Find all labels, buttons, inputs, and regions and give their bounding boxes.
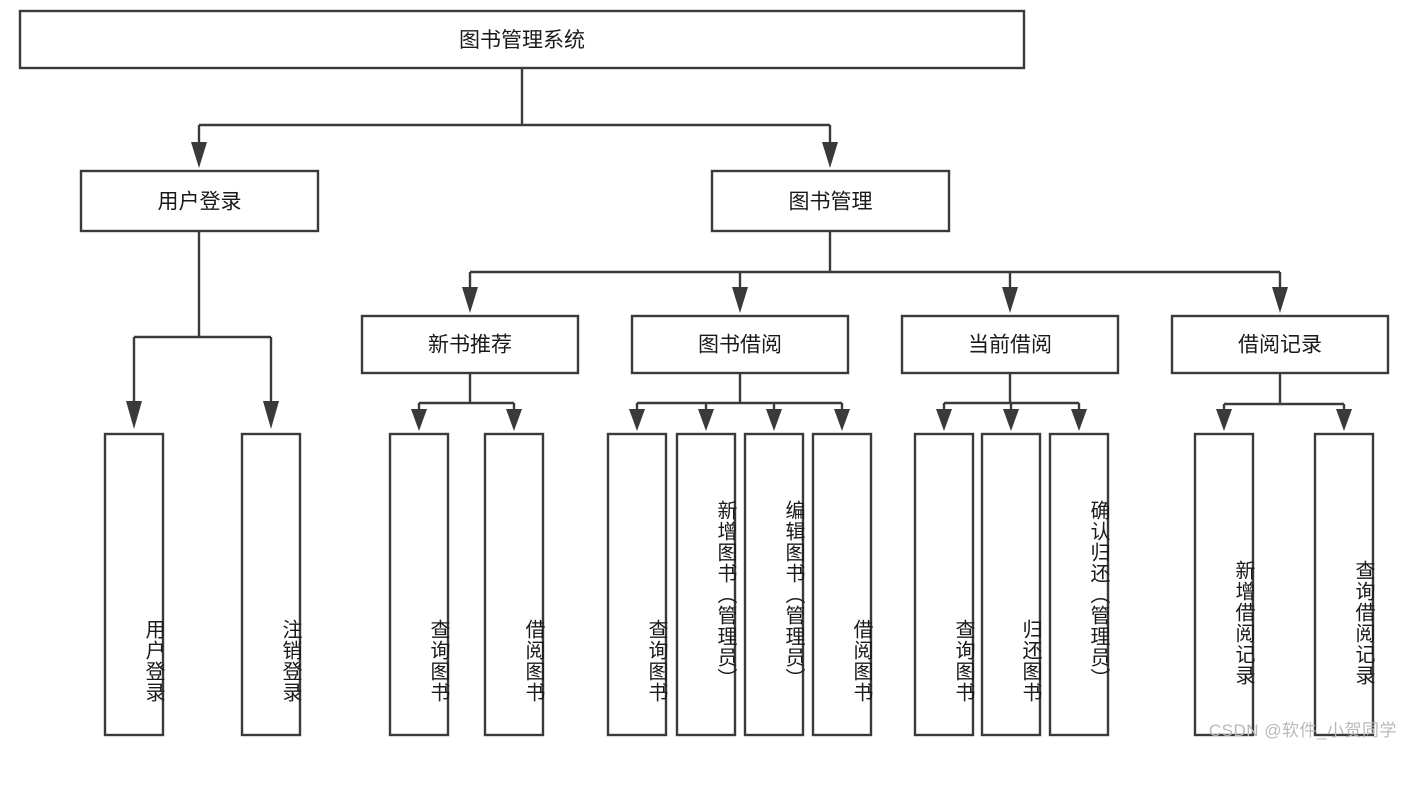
- node-box-leaf-borrow-book-2[interactable]: [811, 432, 873, 737]
- arrow-head-leaf-query-book-2: [629, 409, 645, 431]
- connector-group-user-login: [126, 231, 279, 429]
- node-label-root: 图书管理系统: [459, 29, 585, 52]
- arrow-head-leaf-add-record: [1216, 409, 1232, 431]
- arrow-head-user-login: [191, 142, 207, 168]
- connector-group-borrow-record: [1216, 373, 1352, 431]
- arrow-head-leaf-confirm-return: [1071, 409, 1087, 431]
- connector-group-root: [191, 68, 838, 168]
- flowchart-svg: 图书管理系统 用户登录 图书管理 新书推荐 图书借阅 当前借阅 借阅记录: [18, 9, 1390, 737]
- arrow-head-leaf-user-login: [126, 401, 142, 429]
- connector-group-book-borrow: [629, 373, 850, 431]
- arrow-head-leaf-query-record: [1336, 409, 1352, 431]
- node-box-leaf-user-logout[interactable]: [240, 432, 302, 737]
- node-box-leaf-query-book-2[interactable]: [606, 432, 668, 737]
- node-box-leaf-confirm-return[interactable]: [1048, 432, 1110, 737]
- node-box-current-borrow[interactable]: [900, 314, 1120, 375]
- arrow-head-leaf-borrow-book-2: [834, 409, 850, 431]
- arrow-head-leaf-borrow-book-1: [506, 409, 522, 431]
- flowchart-canvas: 图书管理系统 用户登录 图书管理 新书推荐 图书借阅 当前借阅 借阅记录 用户登…: [18, 9, 1397, 740]
- arrow-head-borrow-record: [1272, 287, 1288, 313]
- arrow-head-current-borrow: [1002, 287, 1018, 313]
- node-box-new-book-rec[interactable]: [360, 314, 580, 375]
- node-label-current-borrow: 当前借阅: [968, 334, 1052, 357]
- arrow-head-leaf-edit-book: [766, 409, 782, 431]
- node-label-book-borrow: 图书借阅: [698, 334, 782, 357]
- node-box-leaf-return-book[interactable]: [980, 432, 1042, 737]
- connector-group-book-manage: [462, 231, 1288, 313]
- node-label-book-manage: 图书管理: [789, 191, 873, 214]
- node-box-book-manage[interactable]: [710, 169, 951, 233]
- node-box-leaf-query-record[interactable]: [1313, 432, 1375, 737]
- node-box-leaf-query-book-3[interactable]: [913, 432, 975, 737]
- node-box-leaf-borrow-book-1[interactable]: [483, 432, 545, 737]
- csdn-watermark: CSDN @软件_小贺同学: [1208, 721, 1397, 740]
- connector-group-current-borrow: [936, 373, 1087, 431]
- node-box-leaf-add-record[interactable]: [1193, 432, 1255, 737]
- node-label-user-login: 用户登录: [158, 191, 242, 214]
- node-box-leaf-user-login[interactable]: [103, 432, 165, 737]
- arrow-head-leaf-query-book-3: [936, 409, 952, 431]
- arrow-head-leaf-user-logout: [263, 401, 279, 429]
- arrow-head-book-borrow: [732, 287, 748, 313]
- node-label-borrow-record: 借阅记录: [1238, 334, 1322, 357]
- arrow-head-new-book-rec: [462, 287, 478, 313]
- node-box-user-login[interactable]: [79, 169, 320, 233]
- node-box-root[interactable]: [18, 9, 1026, 70]
- node-box-leaf-query-book-1[interactable]: [388, 432, 450, 737]
- node-box-leaf-add-book[interactable]: [675, 432, 737, 737]
- node-box-borrow-record[interactable]: [1170, 314, 1390, 375]
- arrow-head-leaf-query-book-1: [411, 409, 427, 431]
- arrow-head-leaf-add-book: [698, 409, 714, 431]
- node-box-book-borrow[interactable]: [630, 314, 850, 375]
- node-label-new-book-rec: 新书推荐: [428, 334, 512, 357]
- node-box-leaf-edit-book[interactable]: [743, 432, 805, 737]
- arrow-head-leaf-return-book: [1003, 409, 1019, 431]
- arrow-head-book-manage: [822, 142, 838, 168]
- connector-group-new-book-rec: [411, 373, 522, 431]
